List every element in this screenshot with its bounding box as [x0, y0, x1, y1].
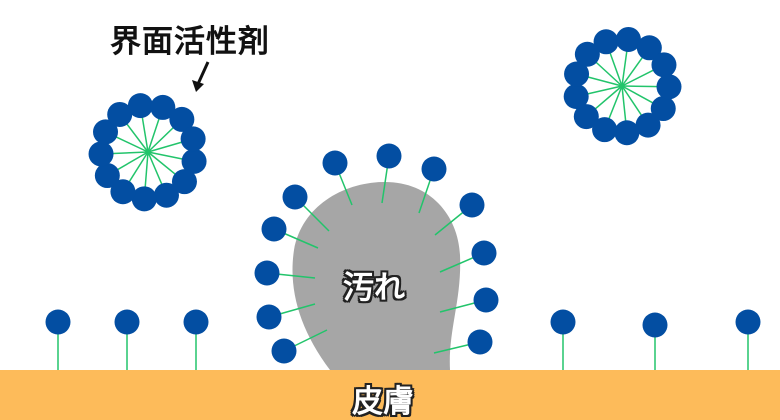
- micelle-surfactant: [614, 85, 640, 146]
- micelle-surfactant: [573, 85, 623, 130]
- dirt-blob: [292, 182, 461, 370]
- micelle-surfactant: [147, 126, 206, 153]
- skin-surfactant: [114, 309, 140, 370]
- skin-surfactant: [183, 309, 209, 370]
- micelle-surfactant: [147, 148, 207, 174]
- skin-surfactant: [550, 309, 576, 370]
- micelle-surfactant: [110, 151, 149, 205]
- dirt-surfactant: [261, 216, 319, 249]
- dirt-surfactant: [376, 143, 402, 204]
- hydrophilic-head: [153, 182, 179, 208]
- hydrophilic-head: [564, 61, 590, 87]
- dirt-surfactant: [433, 329, 493, 355]
- hydrophilic-head: [473, 287, 499, 313]
- dirt-surfactant: [434, 192, 485, 236]
- micelle-surfactant: [147, 151, 179, 208]
- hydrophilic-head: [282, 184, 308, 210]
- micelle-surfactant: [593, 29, 623, 87]
- hydrophilic-head: [107, 101, 133, 127]
- micelle-surfactant: [615, 26, 641, 87]
- dirt-surfactant: [418, 156, 447, 214]
- hydrophilic-head: [127, 93, 153, 119]
- arrow-icon: [192, 61, 210, 92]
- dirt-surfactant: [439, 240, 497, 273]
- hydrophilic-head: [45, 309, 71, 335]
- micelle-surfactant: [621, 85, 676, 122]
- micelle-surfactant: [147, 106, 195, 153]
- hydrophilic-head: [93, 119, 119, 145]
- hydrophilic-head: [180, 126, 206, 152]
- hydrophilic-head: [735, 309, 761, 335]
- micelle-surfactant: [127, 93, 153, 153]
- skin-label: 皮膚: [352, 384, 414, 420]
- dirt-surfactant: [256, 303, 316, 330]
- hydrophilic-head: [593, 29, 619, 55]
- micelle-surfactant: [621, 85, 661, 138]
- hydrophilic-head: [650, 96, 676, 122]
- micelle-surfactant: [621, 52, 677, 87]
- micelle-surfactant: [93, 119, 149, 153]
- hydrophilic-head: [592, 117, 618, 143]
- micelle-surfactant: [621, 35, 662, 87]
- hydrophilic-head: [656, 74, 682, 100]
- hydrophilic-head: [94, 163, 120, 189]
- micelle-surfactant: [88, 141, 149, 167]
- micelle-surfactant: [131, 151, 157, 212]
- hydrophilic-head: [88, 141, 114, 167]
- hydrophilic-head: [635, 112, 661, 138]
- skin-surfactant: [735, 309, 761, 370]
- dirt-surfactant: [322, 150, 353, 206]
- micelle-surfactant: [147, 151, 197, 195]
- hydrophilic-head: [467, 329, 493, 355]
- skin-layer: [0, 370, 780, 420]
- hydrophilic-head: [573, 104, 599, 130]
- hydrophilic-head: [322, 150, 348, 176]
- hydrophilic-head: [271, 338, 297, 364]
- micelle-surfactant: [94, 151, 149, 189]
- hydrophilic-head: [459, 192, 485, 218]
- dirt-surfactant: [282, 184, 330, 232]
- hydrophilic-head: [254, 260, 280, 286]
- dirt-surfactant: [439, 287, 499, 313]
- hydrophilic-head: [376, 143, 402, 169]
- micelle-surfactant: [563, 83, 623, 109]
- hydrophilic-head: [261, 216, 287, 242]
- hydrophilic-head: [421, 156, 447, 182]
- hydrophilic-head: [614, 120, 640, 146]
- micelle-surfactant: [107, 101, 149, 153]
- hydrophilic-head: [471, 240, 497, 266]
- hydrophilic-head: [169, 106, 195, 132]
- hydrophilic-head: [256, 304, 282, 330]
- hydrophilic-head: [181, 148, 207, 174]
- surfactant-label: 界面活性剤: [110, 24, 270, 60]
- hydrophilic-head: [183, 309, 209, 335]
- skin-surfactant: [45, 309, 71, 370]
- hydrophilic-head: [615, 26, 641, 52]
- micelle-surfactant: [147, 94, 176, 153]
- micelle-surfactant: [621, 74, 682, 100]
- micelle-surfactant: [564, 61, 623, 87]
- hydrophilic-head: [550, 309, 576, 335]
- micelle-surfactant: [574, 41, 623, 87]
- hydrophilic-head: [114, 309, 140, 335]
- hydrophilic-head: [150, 94, 176, 120]
- hydrophilic-head: [636, 35, 662, 61]
- dirt-surfactant: [254, 260, 316, 286]
- hydrophilic-head: [131, 186, 157, 212]
- dirt-label: 汚れ: [343, 270, 405, 306]
- hydrophilic-head: [642, 312, 668, 338]
- hydrophilic-head: [651, 52, 677, 78]
- hydrophilic-head: [110, 179, 136, 205]
- skin-surfactant: [642, 312, 668, 370]
- hydrophilic-head: [563, 83, 589, 109]
- micelle-surfactant: [592, 85, 623, 143]
- hydrophilic-head: [171, 169, 197, 195]
- dirt-surfactant: [271, 329, 328, 364]
- hydrophilic-head: [574, 41, 600, 67]
